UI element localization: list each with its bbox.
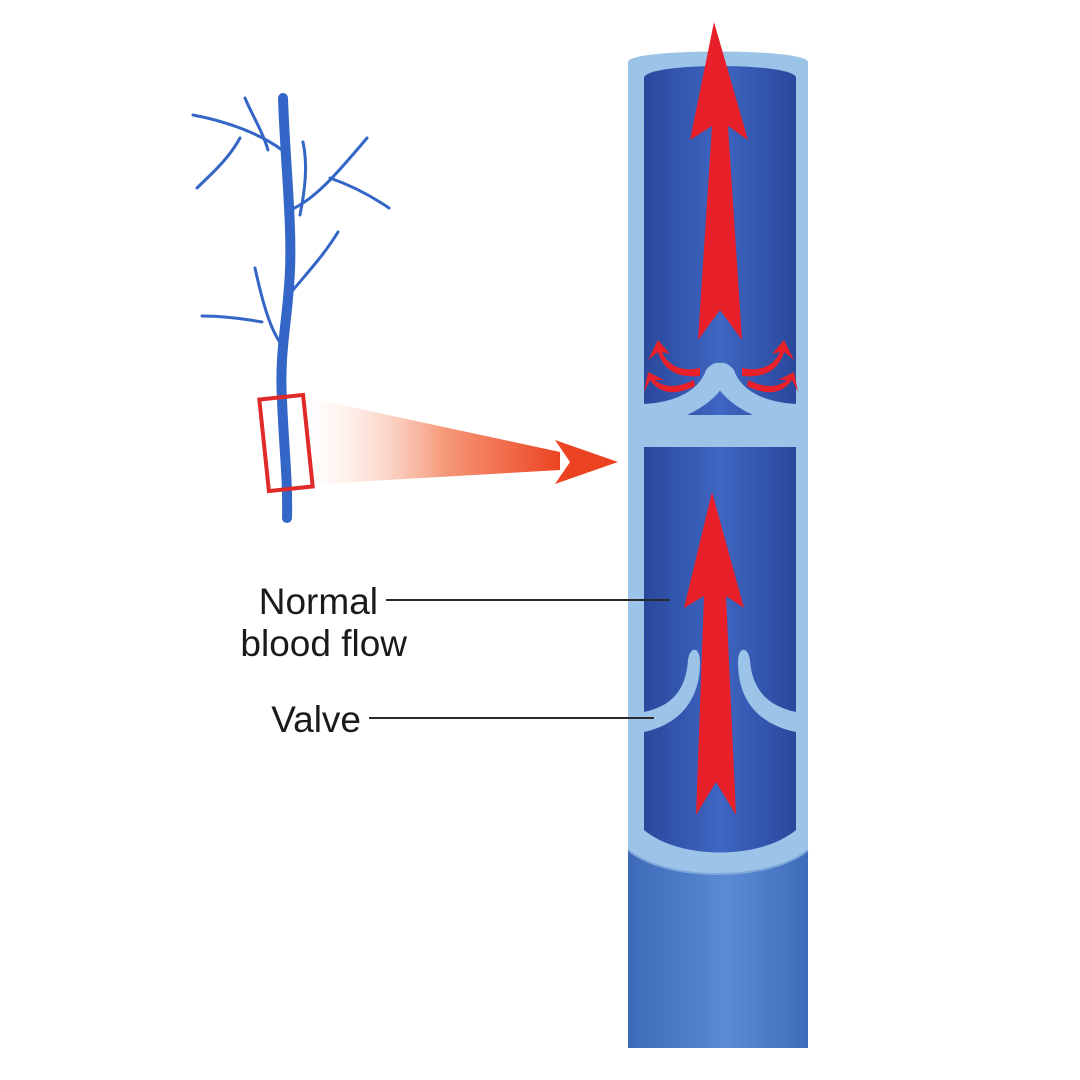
branch-vein-twig: [328, 176, 391, 210]
branch-vein-twig: [243, 96, 270, 152]
vein-tube-bottom: [628, 832, 808, 1048]
label-normal-line2: blood flow: [240, 623, 407, 664]
branch-vein-twig: [291, 230, 340, 292]
branch-vein-twig: [195, 136, 242, 190]
branch-vein-twig: [298, 140, 308, 217]
branch-vein: [191, 93, 391, 523]
branch-vein-trunk: [276, 93, 296, 523]
label-normal-line1: Normal: [259, 581, 378, 622]
vein-rim: [627, 849, 809, 875]
branch-vein-twig: [200, 314, 264, 324]
zoom-beam: [300, 396, 560, 485]
flow-arrows: [644, 22, 798, 815]
label-normal-blood-flow: Normal blood flow: [240, 581, 670, 664]
flow-arrow-icon: [684, 492, 744, 815]
flow-arrow-icon: [742, 340, 794, 377]
branch-vein-twig: [191, 113, 284, 152]
flow-arrow-icon: [690, 22, 748, 340]
valve-lower-left-cusp: [644, 649, 700, 732]
pointer-arrow-icon: [555, 440, 618, 484]
branch-vein-twig: [288, 136, 369, 212]
valve-upper-right-cusp: [712, 362, 796, 428]
branch-vein-twig: [253, 266, 284, 347]
flow-arrow-icon: [648, 340, 700, 377]
flow-arrow-icon: [747, 372, 798, 393]
valve-upper-left-cusp: [644, 362, 728, 428]
valve-lower-right-cusp: [738, 649, 796, 732]
zoom-box: [257, 392, 315, 494]
flow-arrow-icon: [644, 372, 695, 393]
label-valve-text: Valve: [271, 699, 361, 740]
label-valve: Valve: [271, 699, 654, 740]
